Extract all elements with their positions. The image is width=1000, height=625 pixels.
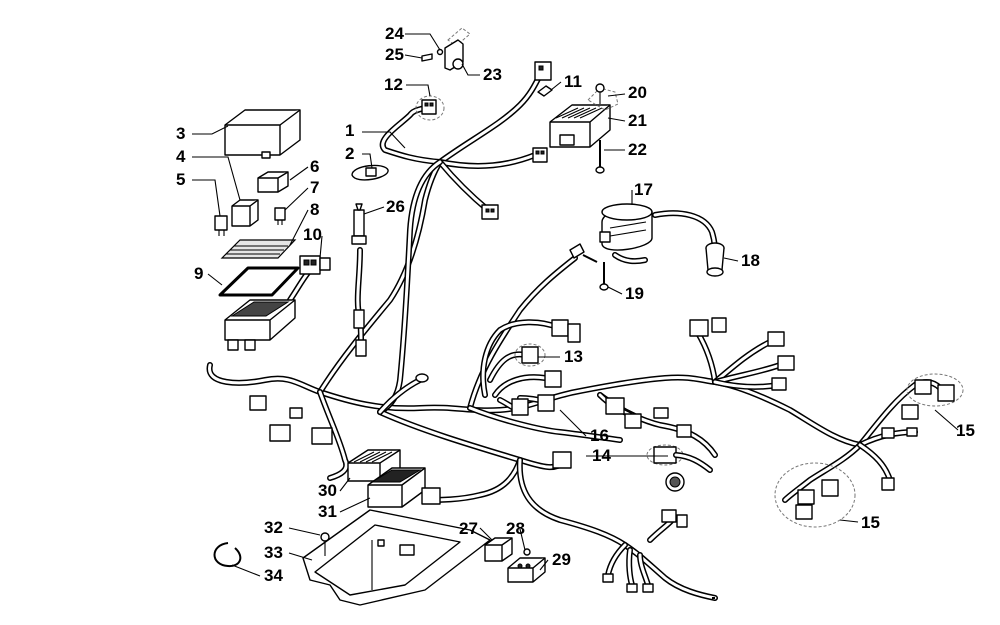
callout-22: 22	[628, 140, 647, 159]
callout-4: 4	[176, 147, 186, 166]
callout-26: 26	[386, 197, 405, 216]
screw-19	[599, 262, 609, 291]
callout-11: 11	[564, 72, 582, 91]
callout-30: 30	[318, 481, 337, 500]
callout-27: 27	[459, 519, 478, 538]
callout-10: 10	[303, 225, 322, 244]
fuse-label-sheet	[220, 239, 297, 259]
control-module-31	[367, 467, 441, 508]
voltage-regulator	[549, 104, 611, 148]
fuse-box-base	[224, 299, 296, 351]
callout-18: 18	[741, 251, 760, 270]
mini-relay	[231, 199, 259, 227]
callout-31: 31	[318, 502, 337, 521]
mounting-plate	[302, 509, 491, 606]
callout-20: 20	[628, 83, 647, 102]
connector-12	[415, 95, 445, 121]
relay-27	[484, 537, 513, 562]
fuse-box-cover	[224, 109, 301, 159]
callout-6: 6	[310, 157, 320, 176]
callout-32: 32	[264, 518, 283, 537]
callout-34: 34	[264, 566, 283, 585]
callout-25: 25	[385, 45, 404, 64]
regulator-connector	[532, 147, 548, 163]
callout-29: 29	[552, 550, 571, 569]
connector-group-14	[646, 444, 713, 492]
connector-group-13	[511, 319, 581, 416]
sub-harness-13	[480, 319, 563, 413]
callout-5: 5	[176, 170, 186, 189]
relay	[257, 171, 289, 193]
mounting-bracket	[421, 27, 471, 71]
callout-3: 3	[176, 124, 186, 143]
wire-clip-11	[537, 85, 553, 97]
callout-23: 23	[483, 65, 502, 84]
callout-7: 7	[310, 178, 320, 197]
callout-14: 14	[592, 446, 611, 465]
sensor-plug	[569, 243, 598, 263]
connector-2	[351, 164, 389, 181]
left-connectors	[249, 395, 333, 445]
fuse-box-gasket	[218, 266, 300, 297]
sensor-26-lead	[354, 247, 365, 355]
callout-24: 24	[385, 24, 404, 43]
fuse-large	[214, 215, 228, 236]
oxygen-sensor	[351, 203, 367, 357]
callout-21: 21	[628, 111, 647, 130]
center-connectors	[552, 317, 795, 469]
connector-top	[534, 61, 552, 81]
callout-16: 16	[590, 426, 609, 445]
screw-22	[595, 140, 605, 174]
callout-13: 13	[564, 347, 583, 366]
callout-33: 33	[264, 543, 283, 562]
callout-2: 2	[345, 144, 355, 163]
callout-28: 28	[506, 519, 525, 538]
screw-32	[320, 532, 330, 556]
terminal-block	[507, 548, 546, 583]
callout-12: 12	[384, 75, 403, 94]
fuse-small	[274, 207, 286, 225]
callout-19: 19	[625, 284, 644, 303]
callout-9: 9	[194, 264, 204, 283]
connector-10	[299, 255, 331, 275]
callout-17: 17	[634, 180, 653, 199]
spark-plug-cap	[705, 242, 725, 277]
callout-8: 8	[310, 200, 320, 219]
screw-20	[587, 83, 619, 111]
connector-group-15-bottom	[774, 462, 895, 528]
ground-terminal	[377, 373, 429, 415]
callout-15-top: 15	[956, 421, 975, 440]
leader-lines	[192, 33, 959, 577]
connector-group-15-top	[881, 373, 964, 439]
connector-small-1	[481, 204, 499, 220]
ignition-coil	[599, 203, 653, 251]
cable-clamp	[213, 542, 242, 568]
pigtail-terminals	[602, 509, 715, 599]
callout-1: 1	[345, 121, 355, 140]
callout-15-bottom: 15	[861, 513, 880, 532]
